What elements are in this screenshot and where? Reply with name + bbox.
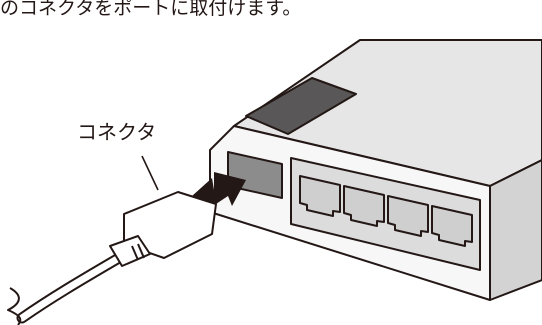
- cable-inner: [18, 251, 128, 322]
- network-switch-icon: [209, 39, 542, 301]
- cable-end-squiggle: [7, 287, 22, 325]
- lan-port: [387, 195, 429, 237]
- connector-label: コネクタ: [77, 120, 157, 144]
- switch-top-label: [245, 77, 357, 135]
- lan-port: [343, 185, 385, 227]
- lan-ports: [299, 175, 473, 247]
- connector-ridge: [131, 243, 145, 261]
- lan-port: [299, 175, 341, 217]
- instruction-text: のコネクタをポートに取付けます。: [0, 0, 302, 19]
- callout-leader-line: [141, 155, 159, 191]
- switch-side-face: [489, 159, 542, 301]
- connector-boot: [109, 235, 151, 267]
- lan-port: [431, 205, 473, 247]
- cable-connector-icon: [7, 191, 217, 325]
